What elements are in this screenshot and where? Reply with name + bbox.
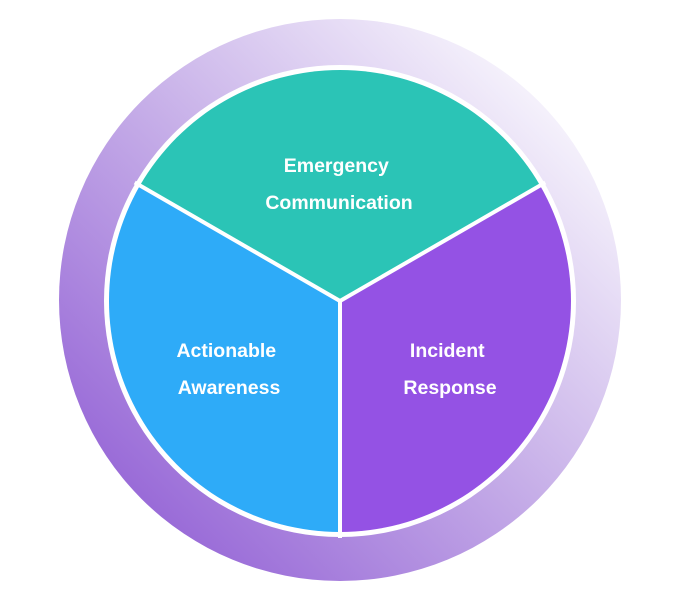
segment-divider [133,180,342,303]
label-line: Response [403,377,496,399]
segment-label-incident-response: Incident Response [403,340,496,399]
segment-label-actionable-awareness: Actionable Awareness [176,340,281,399]
dividers-group [133,180,547,538]
label-line: Communication [265,192,412,214]
segment-incident-response [340,185,571,532]
label-line: Awareness [178,377,281,399]
segment-divider [339,180,547,303]
label-line: Incident [410,340,485,362]
label-line: Actionable [176,340,276,362]
segment-label-emergency-communication: Emergency Communication [265,155,412,214]
label-line: Emergency [284,155,389,177]
segment-actionable-awareness [108,185,340,532]
